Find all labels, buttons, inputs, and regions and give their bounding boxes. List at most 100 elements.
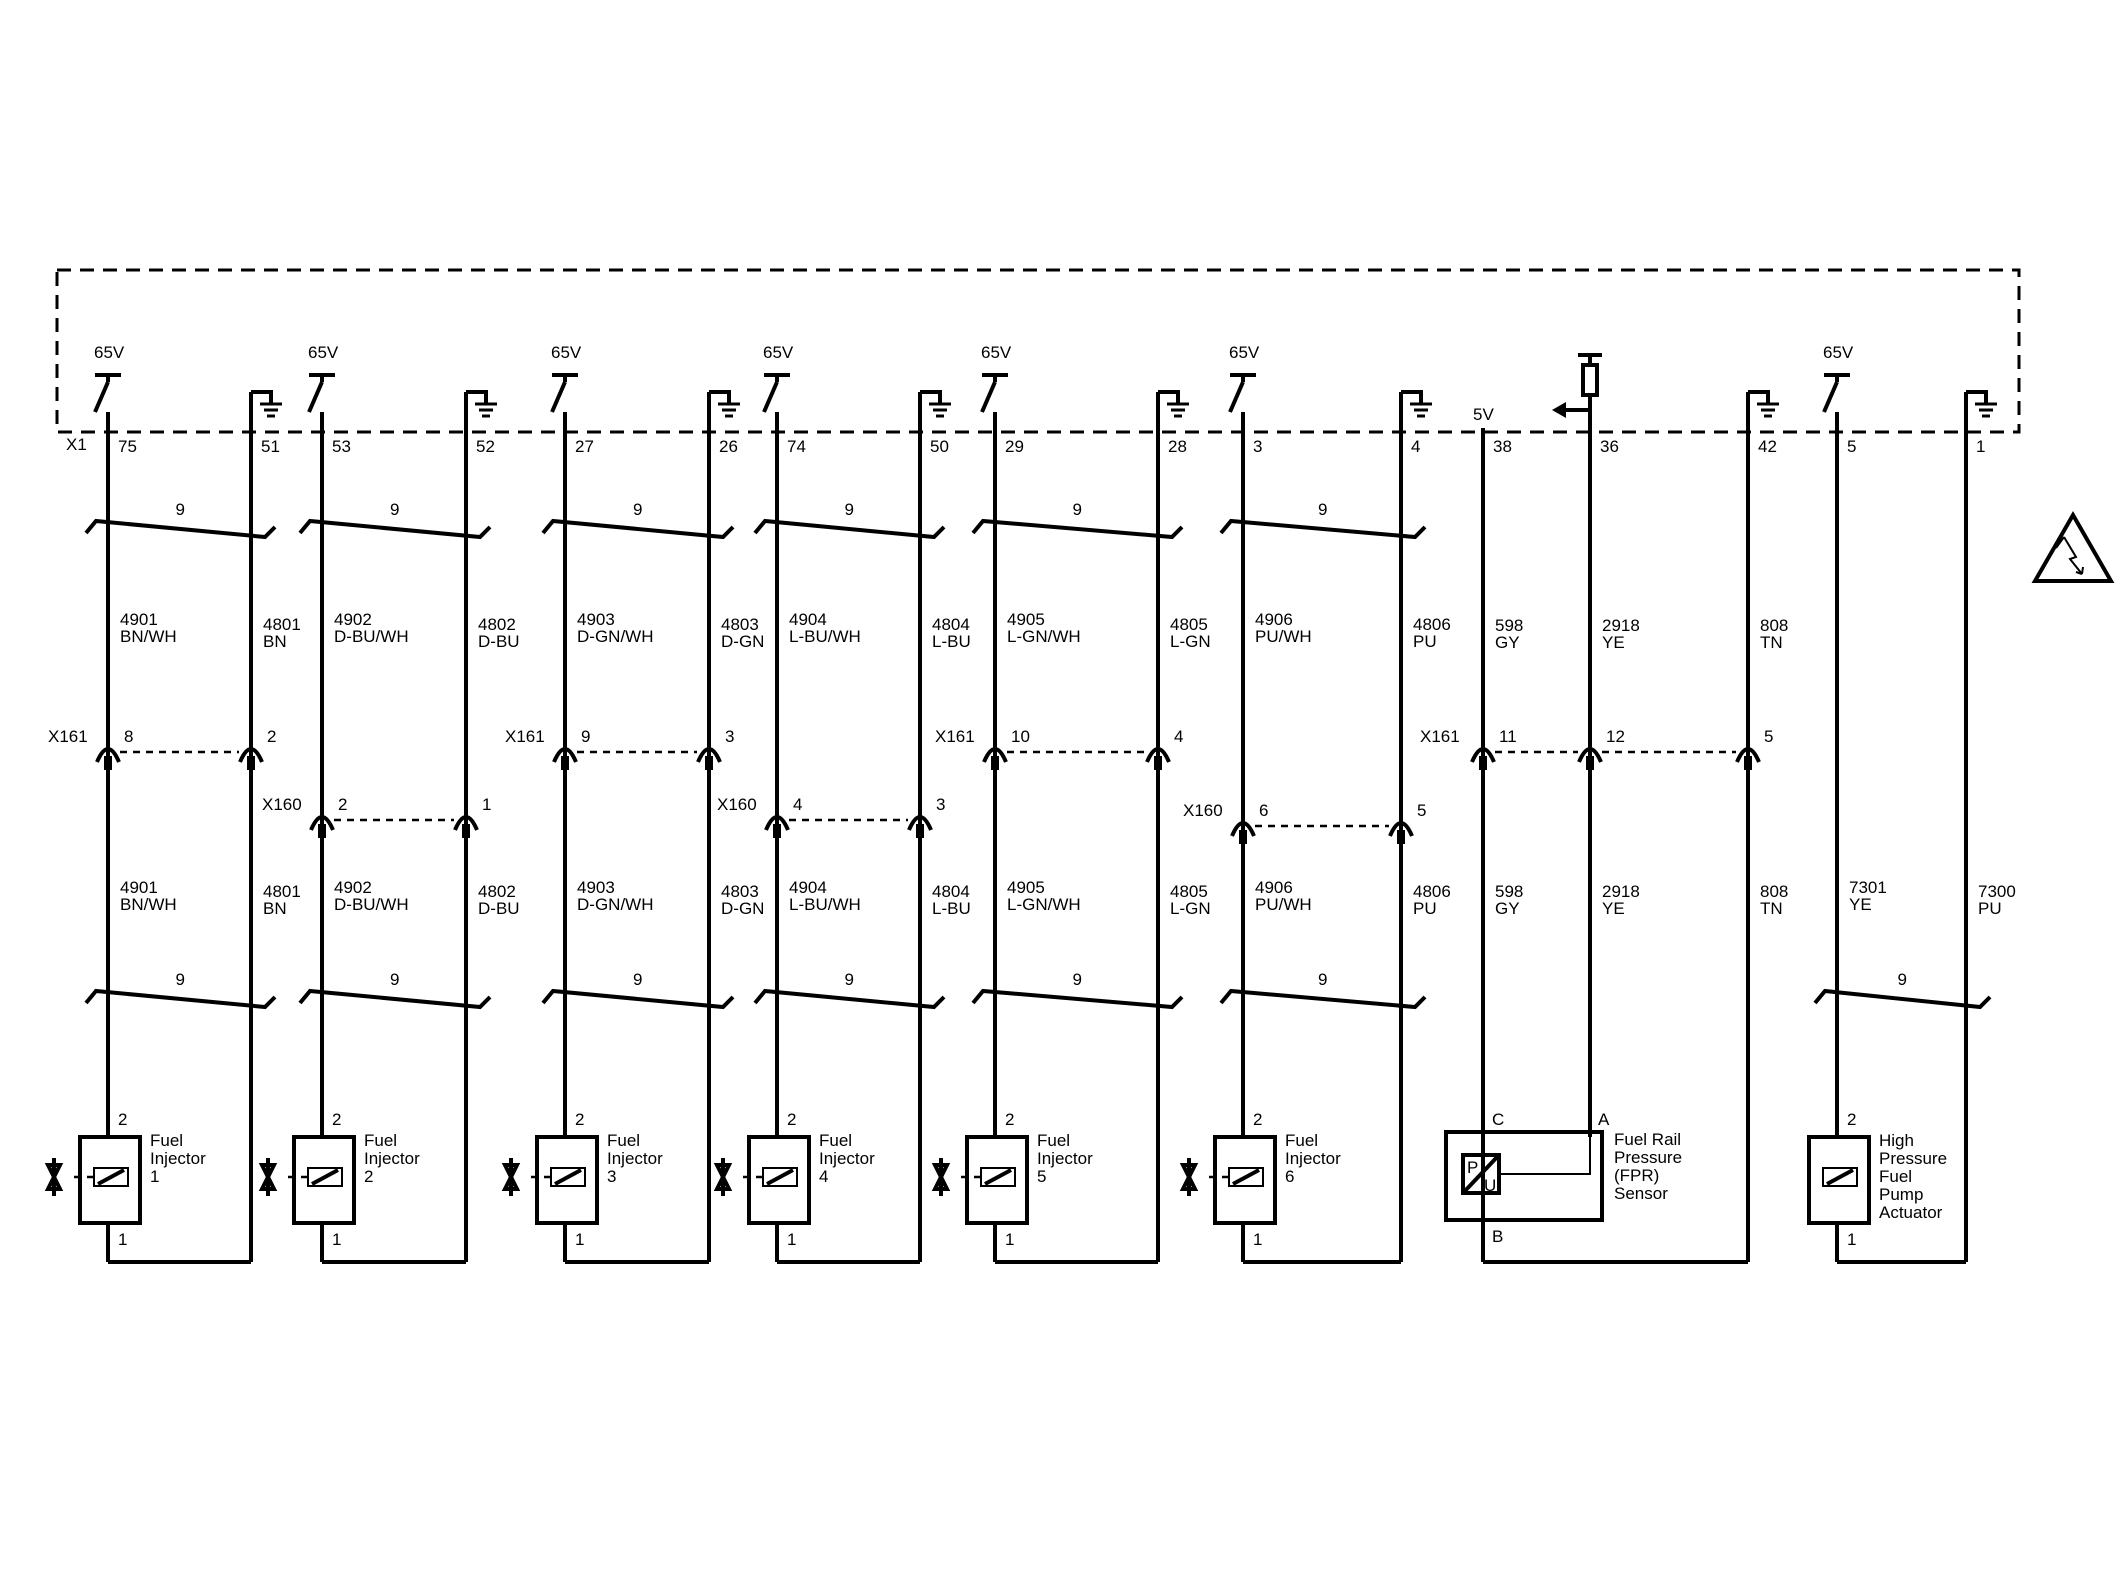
- connector-terminal: [1145, 747, 1171, 763]
- component-name-line: Actuator: [1879, 1203, 1943, 1222]
- component-name-line: 3: [607, 1167, 616, 1186]
- wire-color: TN: [1760, 633, 1783, 652]
- wire-number: 4904: [789, 878, 827, 897]
- ecm-pin-number: 1: [1976, 437, 1985, 456]
- cavity-number: 5: [1764, 727, 1773, 746]
- pullup-resistor: [1581, 363, 1599, 397]
- supply-voltage-label: 65V: [94, 343, 125, 362]
- cavity-number: 3: [936, 795, 945, 814]
- injector-solenoid: [713, 1135, 811, 1225]
- supply-voltage-label: 65V: [1823, 343, 1854, 362]
- twisted-pair-marker: [1219, 988, 1427, 1010]
- ecm-pin-number: 5: [1847, 437, 1856, 456]
- component-name-line: Fuel Rail: [1614, 1130, 1681, 1149]
- component-name-line: Injector: [364, 1149, 420, 1168]
- connector-pin: [1397, 830, 1405, 844]
- twisted-pair-marker: [971, 518, 1184, 540]
- connector-terminal: [238, 747, 264, 763]
- ecm-pin-number: 75: [118, 437, 137, 456]
- wire-color: PU/WH: [1255, 895, 1312, 914]
- component-body: [965, 1135, 1029, 1225]
- supply-voltage-label: 65V: [981, 343, 1012, 362]
- wire-number: 4901: [120, 610, 158, 629]
- component-name-line: Fuel: [364, 1131, 397, 1150]
- inline-connector-label: X160: [717, 795, 757, 814]
- component-body: [1213, 1135, 1277, 1225]
- ecm-pin-number: 3: [1253, 437, 1262, 456]
- connector-terminal: [453, 815, 479, 831]
- wire-number: 4803: [721, 882, 759, 901]
- wire-color: PU: [1413, 632, 1437, 651]
- wire-number: 808: [1760, 616, 1788, 635]
- cavity-number: 6: [1259, 801, 1268, 820]
- connector-pin: [1154, 756, 1162, 770]
- wire-color: L-GN: [1170, 632, 1211, 651]
- wire-number: 2918: [1602, 882, 1640, 901]
- wire-color: YE: [1602, 899, 1625, 918]
- twisted-pair-marker: [1219, 518, 1427, 540]
- injector-solenoid: [501, 1135, 599, 1225]
- wire-number: 4902: [334, 878, 372, 897]
- connector-terminal: [95, 747, 121, 763]
- wire-color: L-BU: [932, 632, 971, 651]
- component-name-line: Injector: [1285, 1149, 1341, 1168]
- wire-number: 4906: [1255, 610, 1293, 629]
- injector-solenoid: [931, 1135, 1029, 1225]
- cavity-number: 1: [482, 795, 491, 814]
- signal-pullup: [1552, 353, 1602, 418]
- component-pin-number: 1: [1253, 1230, 1262, 1249]
- twist-count-label: 9: [633, 970, 642, 989]
- ground-lead: [1966, 390, 1988, 404]
- cavity-number: 10: [1011, 727, 1030, 746]
- switch-blade: [550, 381, 567, 413]
- switch-blade: [307, 381, 324, 413]
- signal-arrow-icon: [1552, 402, 1566, 418]
- esd-triangle: [2031, 510, 2115, 583]
- component-name-line: Injector: [1037, 1149, 1093, 1168]
- switch-blade: [1228, 381, 1245, 413]
- ground-icon: [718, 402, 740, 418]
- coil-stroke: [1826, 1168, 1854, 1186]
- connector-pin: [318, 824, 326, 838]
- valve-icon: [501, 1158, 521, 1196]
- cavity-number: 5: [1417, 801, 1426, 820]
- wire-color: L-GN/WH: [1007, 627, 1081, 646]
- coil-box: [1822, 1167, 1858, 1187]
- twisted-pair-marker: [541, 988, 735, 1010]
- supply-voltage-label: 65V: [1229, 343, 1260, 362]
- inline-connector-label: X160: [262, 795, 302, 814]
- ecm-connector-label: X1: [66, 435, 87, 454]
- switch-blade: [93, 381, 110, 413]
- cavity-number: 2: [267, 727, 276, 746]
- component-pin-number: 2: [332, 1110, 341, 1129]
- wire-number: 4906: [1255, 878, 1293, 897]
- twist-count-label: 9: [390, 500, 399, 519]
- valve-icon: [258, 1158, 278, 1196]
- wire-color: D-BU: [478, 632, 520, 651]
- twisted-pair-marker: [971, 988, 1184, 1010]
- coil-stroke: [1232, 1168, 1260, 1186]
- component-pin-number: 2: [1005, 1110, 1014, 1129]
- connector-pin: [1479, 756, 1487, 770]
- connector-pin: [1744, 756, 1752, 770]
- wire-number: 7301: [1849, 878, 1887, 897]
- cavity-number: 2: [338, 795, 347, 814]
- wire-color: D-GN/WH: [577, 895, 653, 914]
- wire-number: 4902: [334, 610, 372, 629]
- wire-color: PU: [1978, 899, 2002, 918]
- inline-connector-label: X160: [1183, 801, 1223, 820]
- wire-number: 4905: [1007, 610, 1045, 629]
- wire-color: D-BU: [478, 899, 520, 918]
- wire-number: 4805: [1170, 615, 1208, 634]
- cavity-number: 9: [581, 727, 590, 746]
- wire-color: GY: [1495, 899, 1520, 918]
- component-name-line: 6: [1285, 1167, 1294, 1186]
- sensor-ref-voltage-label: 5V: [1473, 405, 1494, 424]
- wire-number: 4901: [120, 878, 158, 897]
- component-name-line: Pump: [1879, 1185, 1923, 1204]
- wire-number: 4904: [789, 610, 827, 629]
